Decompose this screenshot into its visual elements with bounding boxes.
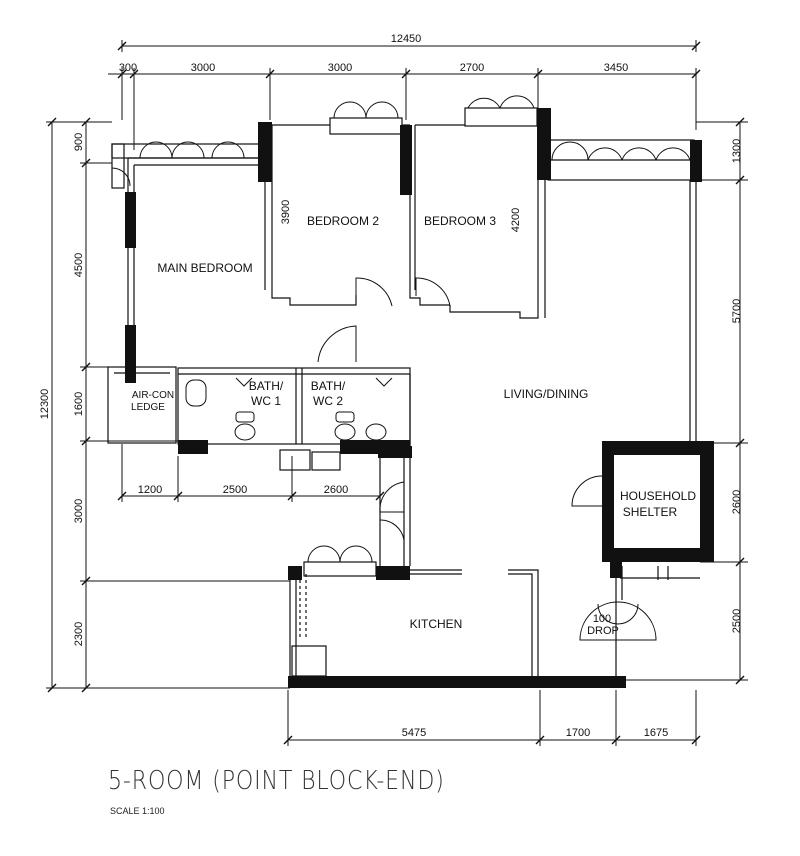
dim-bottom-seg-3: 1675 (644, 727, 668, 739)
plan-title: 5-ROOM (POINT BLOCK-END) (108, 766, 445, 796)
dim-bottom-seg-1: 5475 (402, 727, 426, 739)
dim-top-total: 12450 (391, 33, 422, 45)
room-label-bath1-1: BATH/ (249, 379, 284, 393)
room-label-kitchen: KITCHEN (410, 617, 463, 631)
dim-top-seg-2: 3000 (191, 62, 215, 74)
dim-left-total: 12300 (39, 389, 51, 420)
room-label-bedroom-3: BEDROOM 3 (424, 214, 496, 228)
drop-size: 100 (593, 613, 611, 625)
dim-left-seg-1: 900 (73, 133, 85, 151)
dim-left-seg-4: 3000 (73, 499, 85, 523)
room-label-bath2-2: WC 2 (313, 394, 343, 408)
room-label-bedroom-2: BEDROOM 2 (307, 214, 379, 228)
room-label-bath1-2: WC 1 (251, 394, 281, 408)
room-label-bath2-1: BATH/ (311, 379, 346, 393)
room-label-main-bedroom: MAIN BEDROOM (157, 261, 252, 275)
room-label-shelter-2: SHELTER (623, 505, 678, 519)
dim-left-seg-2: 4500 (73, 253, 85, 277)
dim-top-seg-1: 300 (119, 62, 137, 74)
dim-bedroom2-depth: 3900 (280, 200, 292, 224)
dim-left-seg-3: 1600 (73, 392, 85, 416)
dim-right-seg-3: 2600 (731, 490, 743, 514)
dim-left-seg-5: 2300 (73, 622, 85, 646)
dim-right-seg-4: 2500 (731, 609, 743, 633)
dim-right-seg-1: 1300 (731, 139, 743, 163)
room-label-aircon-2: LEDGE (131, 402, 165, 413)
dim-right-seg-2: 5700 (731, 299, 743, 323)
dim-mid-seg-3: 2600 (324, 484, 348, 496)
dim-bottom-seg-2: 1700 (566, 727, 590, 739)
plan-scale: SCALE 1:100 (110, 806, 165, 816)
dim-top-seg-3: 3000 (328, 62, 352, 74)
room-label-living-dining: LIVING/DINING (504, 387, 589, 401)
dim-bedroom3-depth: 4200 (510, 208, 522, 232)
drop-label: DROP (587, 625, 619, 637)
dim-top-seg-4: 2700 (460, 62, 484, 74)
room-label-shelter-1: HOUSEHOLD (620, 489, 696, 503)
dim-mid-seg-1: 1200 (138, 484, 162, 496)
room-label-aircon-1: AIR-CON (132, 390, 174, 401)
dim-top-seg-5: 3450 (604, 62, 628, 74)
dim-mid-seg-2: 2500 (223, 484, 247, 496)
